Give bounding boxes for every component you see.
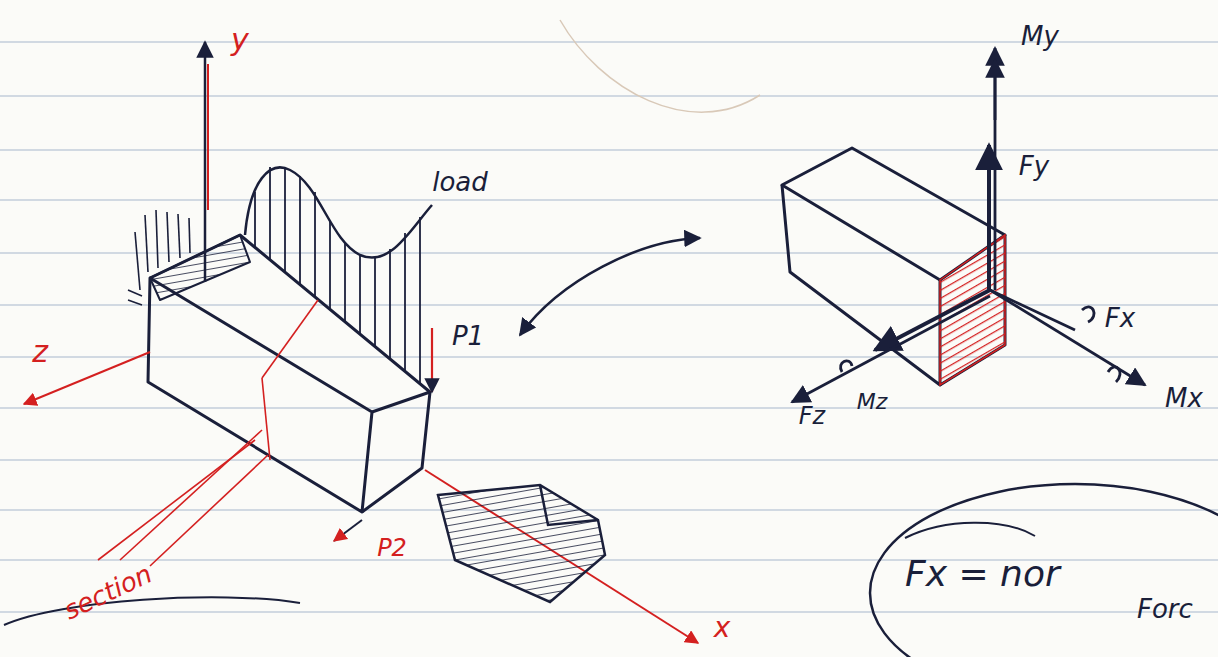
ellipse-outline: [905, 523, 1035, 538]
formula-text: Forc: [1137, 596, 1193, 622]
section-label: section: [57, 558, 159, 625]
force-label: Fx: [1102, 304, 1138, 332]
moment-label: My: [1018, 22, 1062, 50]
axis-label: z: [29, 336, 51, 368]
force-label: P1: [449, 322, 487, 350]
force-label: P2: [374, 535, 410, 561]
note-ellipse: Fx = norForc: [865, 478, 1218, 657]
axis-label: x: [711, 613, 734, 643]
load-label: load: [429, 168, 491, 196]
moment-label: Mz: [854, 390, 891, 414]
moment-label: Mx: [1162, 384, 1206, 412]
axis-label: y: [228, 24, 252, 56]
force-label: Fy: [1016, 152, 1052, 180]
ellipse-outline: [870, 484, 1218, 657]
force-label: Fz: [796, 403, 828, 429]
formula-text: Fx = nor: [905, 556, 1060, 592]
